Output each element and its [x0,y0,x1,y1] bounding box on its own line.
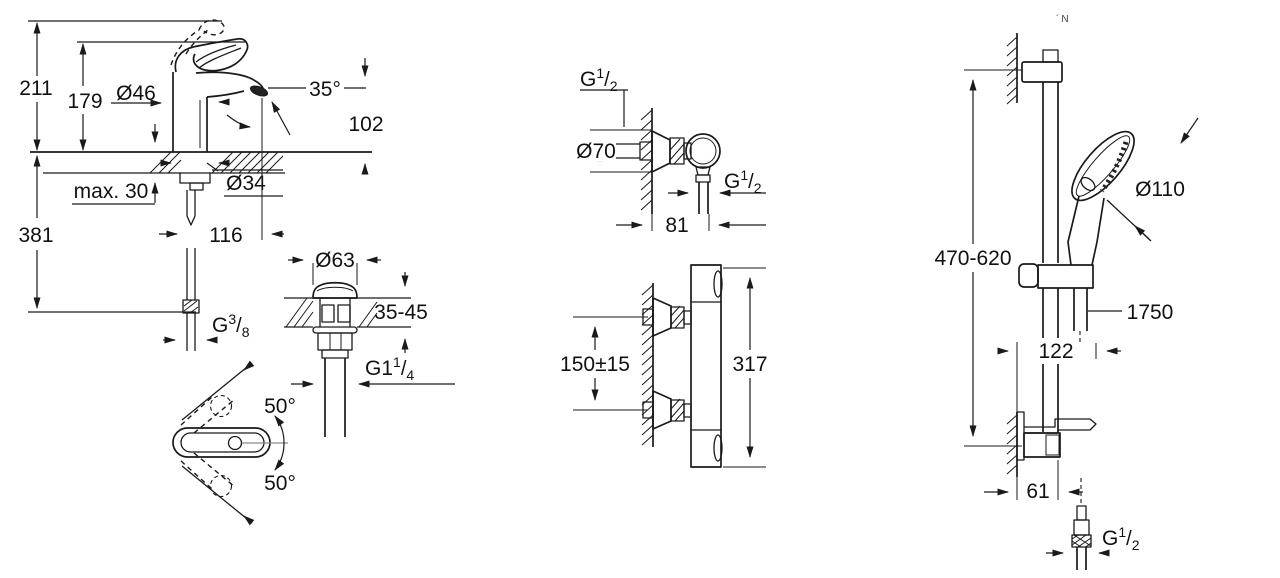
dim-aerator-angle: 35° [309,78,341,101]
view-waste-valve: Ø63 35-45 G11/4 [284,249,455,437]
view-basin-mixer-front: 211 179 381 Ø4 [18,19,384,351]
dim-wall-thread: G1/2 [580,65,618,94]
dim-projection: 81 [665,214,688,237]
dim-head-diameter: Ø110 [1135,178,1185,201]
dim-rail-length: 470-620 [934,247,1011,270]
hose-end-connector [1071,478,1092,570]
union-fitting [616,130,721,214]
wall-section [640,108,653,214]
hand-shower [1067,130,1135,266]
waste-valve-body [284,281,411,437]
spray-mode-button [1080,176,1096,192]
dim-below-deck: 381 [18,224,53,247]
view-wall-union: G1/2 Ø70 G1/2 [573,65,766,237]
shower-hose [1073,288,1088,331]
dim-deck-thickness: max. 30 [74,180,149,203]
flow-direction-arrow [226,114,251,130]
dim-spout-height: 179 [67,90,102,113]
dim-shank-diameter: Ø34 [226,172,266,195]
faucet-handle-side [174,37,249,73]
dim-spout-reach: 116 [209,224,242,247]
faucet-shank [179,172,211,351]
dim-total-height: 211 [19,77,52,100]
dim-spout-to-deck: 102 [348,113,383,136]
dim-cap-diameter: Ø63 [315,249,355,272]
dim-holder-offset: 122 [1038,340,1073,363]
dim-deck-range: 35-45 [374,301,428,324]
dim-hose-thread: G1/2 [1102,524,1140,553]
wall-section-thermostat [641,283,654,447]
thermostat-body [642,264,723,468]
handle-pivot [227,435,243,451]
view-handle-top: 50° 50° [172,360,296,526]
aerator [249,85,269,97]
dim-body-height: 317 [732,353,767,376]
dim-union-outlet-thread: G1/2 [724,167,762,196]
watermark-text: ´N [1056,13,1071,25]
bottom-holder [1023,418,1097,458]
view-shower-rail-set: ´N 470-620 Ø110 [932,13,1199,570]
dim-body-diameter: Ø46 [116,82,156,105]
dim-supply-thread: G3/8 [212,311,250,340]
rail-and-bracket [1021,49,1063,432]
dim-hose-length: 1750 [1127,301,1174,324]
dim-rosette-diameter: Ø70 [576,140,616,163]
wall-section-rail-top [1006,33,1018,105]
dim-swing-down: 50° [264,472,296,495]
wall-section-rail-bottom [1006,411,1025,477]
faucet-handle-raised-dashed [170,19,225,66]
view-thermostat: 150±15 317 [558,264,771,468]
spray-face-nozzles [1099,141,1129,193]
slider-holder [1018,263,1094,289]
dim-swing-up: 50° [264,395,296,418]
dim-wall-offset: 61 [1026,480,1049,503]
faucet-body [172,71,269,152]
dim-outlet-thread: G11/4 [365,354,414,383]
dim-connection-spacing: 150±15 [560,353,630,376]
